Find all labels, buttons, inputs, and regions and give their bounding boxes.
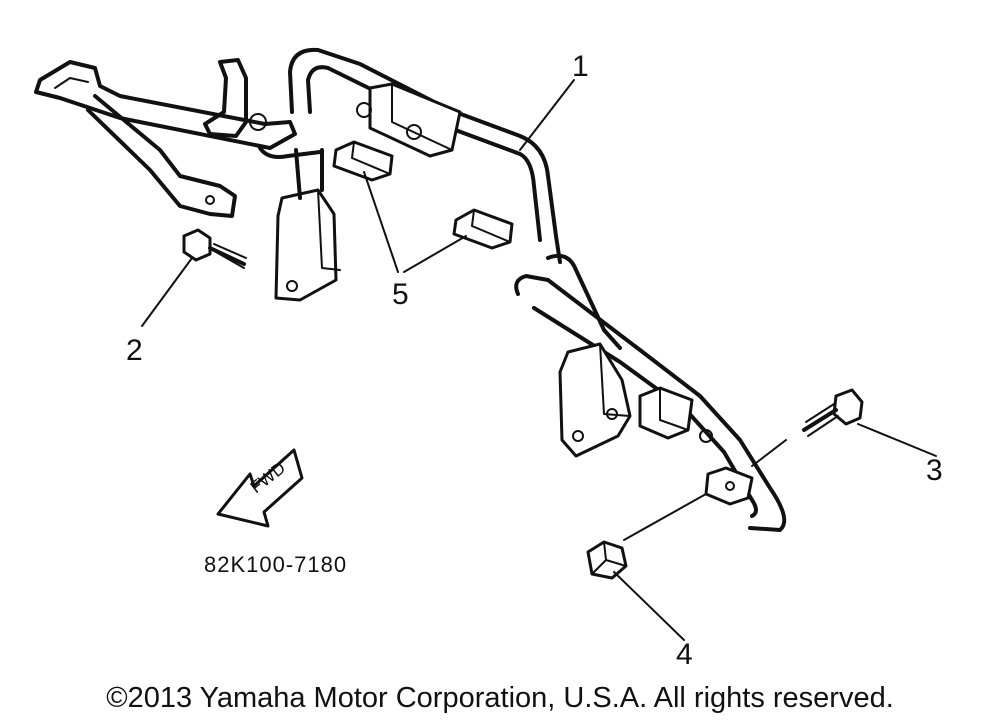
callout-1: 1: [572, 50, 589, 83]
part-4-nut: [586, 540, 628, 580]
part-3-bolt: [802, 388, 864, 437]
copyright-notice: ©2013 Yamaha Motor Corporation, U.S.A. A…: [106, 682, 894, 714]
forward-arrow-icon: FWD: [216, 448, 304, 528]
part-2-bolt: [182, 228, 247, 269]
callout-2: 2: [126, 334, 143, 367]
callout-4: 4: [676, 638, 693, 671]
part-code: 82K100-7180: [204, 552, 348, 577]
part-1-frame: [34, 47, 787, 532]
callout-3: 3: [926, 454, 943, 487]
callout-5: 5: [392, 278, 409, 311]
leader-lines: [141, 79, 937, 641]
part-5-pads: [332, 140, 514, 250]
